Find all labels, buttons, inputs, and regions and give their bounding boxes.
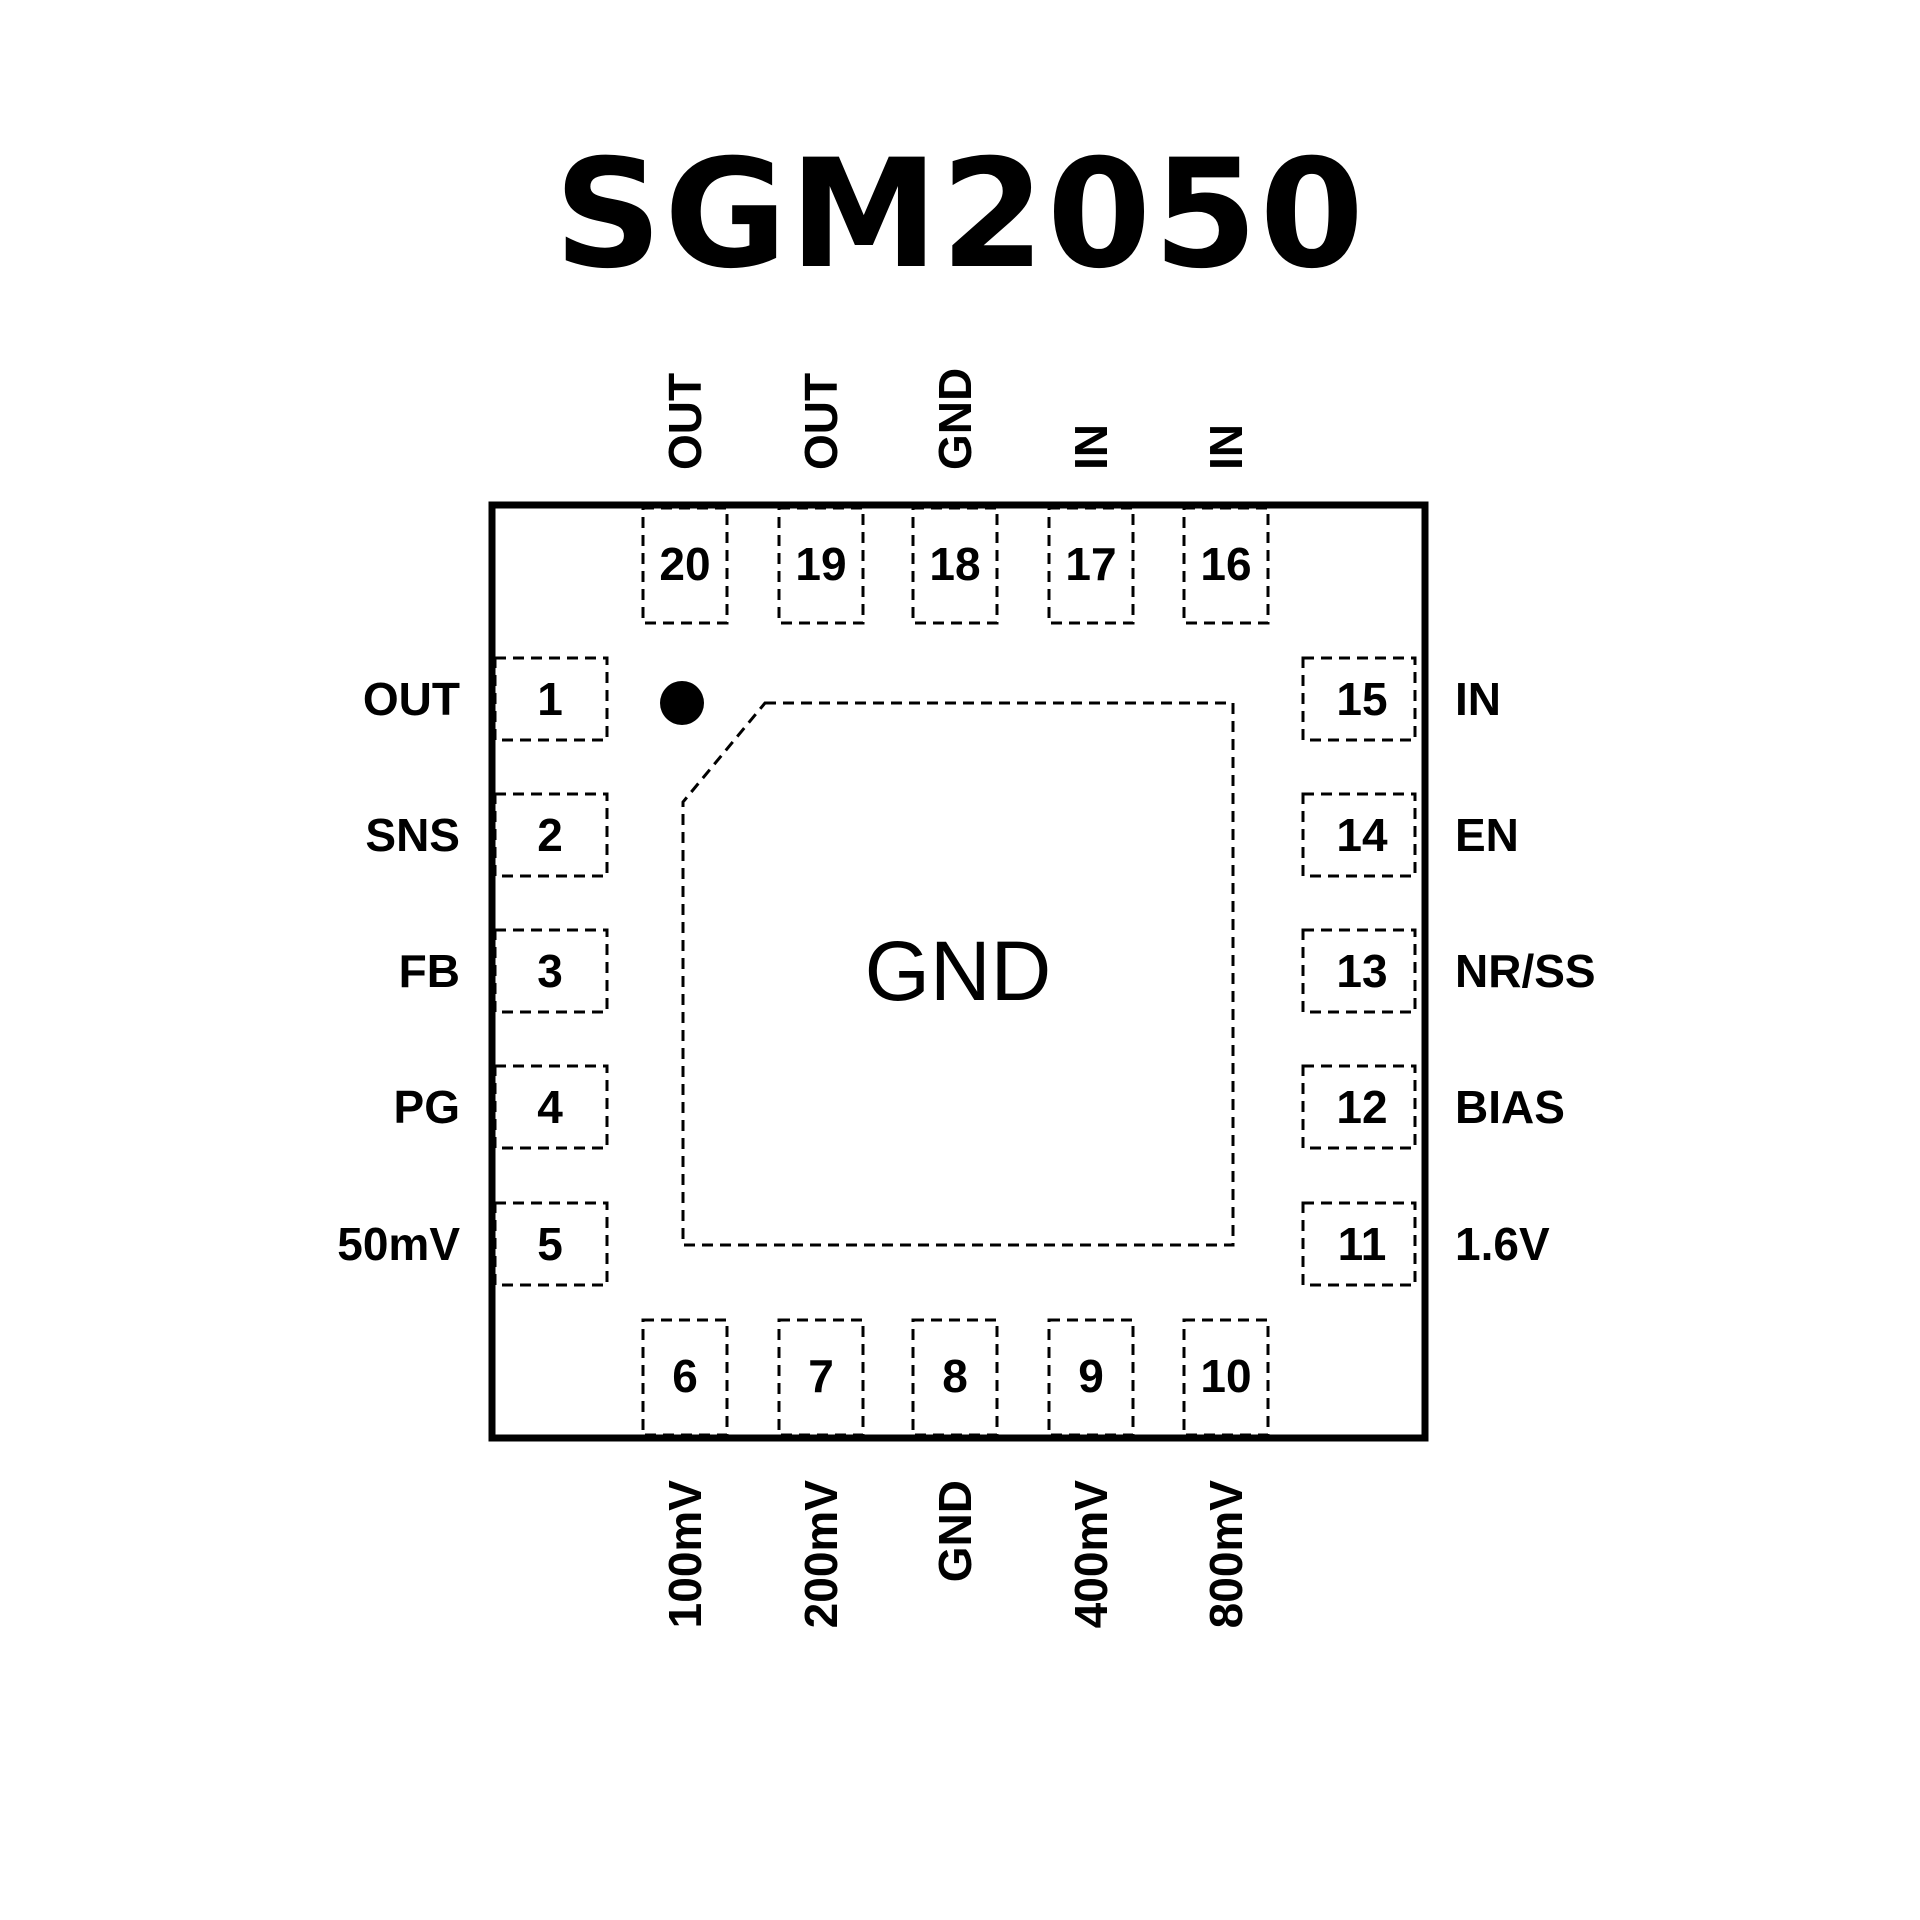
pin-name: IN [1455, 673, 1501, 725]
pin-pad [1047, 506, 1135, 625]
pin-name: IN [1200, 424, 1252, 470]
pin-number: 16 [1200, 538, 1251, 590]
pin-pad [1301, 928, 1417, 1014]
pin-number: 7 [808, 1350, 834, 1402]
chip-title: SGM2050 [554, 128, 1366, 302]
pin-pad [1301, 1201, 1417, 1287]
pin-name: 400mV [1065, 1480, 1117, 1629]
pin-name: EN [1455, 809, 1519, 861]
pin-number: 9 [1078, 1350, 1104, 1402]
pin-name: GND [929, 1480, 981, 1582]
pin-20: 20 OUT [641, 373, 729, 625]
pin-name: OUT [659, 373, 711, 470]
package-body [488, 501, 1429, 1442]
pin-11: 11 1.6V [1301, 1201, 1550, 1287]
pin-pad [493, 792, 609, 878]
pin-number: 6 [672, 1350, 698, 1402]
pin-number: 5 [537, 1218, 563, 1270]
pin-number: 19 [795, 538, 846, 590]
pin-pad [911, 1318, 999, 1437]
pin-5: 5 50mV [337, 1201, 609, 1287]
pin-pad [777, 506, 865, 625]
pin-number: 10 [1200, 1350, 1251, 1402]
pin-14: 14 EN [1301, 792, 1519, 878]
pin-pad [1182, 1318, 1270, 1437]
pin-pad [641, 1318, 729, 1437]
pin-15: 15 IN [1301, 656, 1501, 742]
pin-pad [1301, 656, 1417, 742]
pin-12: 12 BIAS [1301, 1064, 1565, 1150]
pin-number: 3 [537, 945, 563, 997]
pins-layer: 1OUT2SNS3FB4PG550mV6100mV7200mV8GND9400m… [337, 368, 1595, 1629]
pin-pad [777, 1318, 865, 1437]
pin-number: 1 [537, 673, 563, 725]
pin-number: 12 [1336, 1081, 1387, 1133]
pin-number: 2 [537, 809, 563, 861]
pin-pad [493, 656, 609, 742]
pin-pad [493, 928, 609, 1014]
pin-pad [1301, 792, 1417, 878]
pin-name: 800mV [1200, 1480, 1252, 1629]
pin-number: 14 [1336, 809, 1388, 861]
pin-13: 13 NR/SS [1301, 928, 1596, 1014]
pin-number: 15 [1336, 673, 1387, 725]
pin-number: 20 [659, 538, 710, 590]
pin-number: 17 [1065, 538, 1116, 590]
pin-name: NR/SS [1455, 945, 1596, 997]
pin-number: 11 [1338, 1218, 1387, 1270]
exposed-pad-outline [681, 701, 1235, 1247]
exposed-pad-label: GND [865, 924, 1052, 1018]
pin-pad [1047, 1318, 1135, 1437]
pin-6: 6 100mV [641, 1318, 729, 1629]
pin-17: 17 IN [1047, 424, 1135, 625]
pin-3: 3 FB [399, 928, 609, 1014]
pin-name: 50mV [337, 1218, 460, 1270]
pin-name: 1.6V [1455, 1218, 1550, 1270]
pin-name: 100mV [659, 1480, 711, 1629]
pin-pad [493, 1201, 609, 1287]
pin-pad [911, 506, 999, 625]
pin-number: 18 [929, 538, 980, 590]
pin-name: IN [1065, 424, 1117, 470]
pin-9: 9 400mV [1047, 1318, 1135, 1629]
pin-number: 8 [942, 1350, 968, 1402]
pin-1-marker-dot [660, 681, 704, 725]
pin-name: OUT [795, 373, 847, 470]
pin-name: FB [399, 945, 460, 997]
pin-18: 18 GND [911, 368, 999, 625]
pin-19: 19 OUT [777, 373, 865, 625]
pin-2: 2 SNS [365, 792, 609, 878]
pin-pad [493, 1064, 609, 1150]
pin-name: SNS [365, 809, 460, 861]
pin-name: OUT [363, 673, 460, 725]
pin-pad [1182, 506, 1270, 625]
pin-1: 1 OUT [363, 656, 609, 742]
pin-7: 7 200mV [777, 1318, 865, 1629]
pin-16: 16 IN [1182, 424, 1270, 625]
pin-pad [1301, 1064, 1417, 1150]
pin-4: 4 PG [394, 1064, 609, 1150]
pin-name: PG [394, 1081, 460, 1133]
pin-number: 13 [1336, 945, 1387, 997]
pin-name: GND [929, 368, 981, 470]
pin-number: 4 [537, 1081, 563, 1133]
pin-pad [641, 506, 729, 625]
pin-name: BIAS [1455, 1081, 1565, 1133]
pin-name: 200mV [795, 1480, 847, 1629]
pin-10: 10 800mV [1182, 1318, 1270, 1629]
